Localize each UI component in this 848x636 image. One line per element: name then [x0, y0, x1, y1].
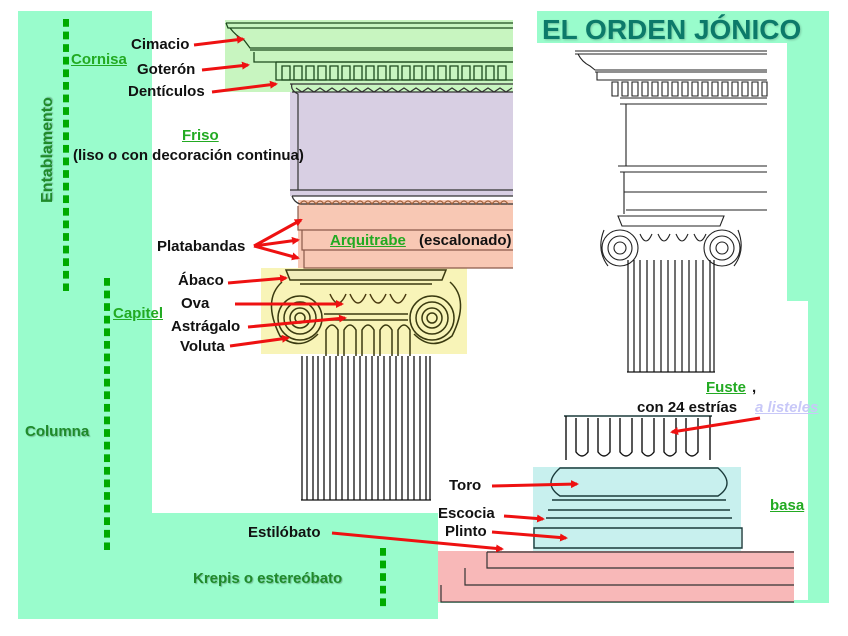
voluta-label: Voluta — [180, 338, 225, 355]
columna-bracket — [104, 278, 110, 550]
entablamento-bracket — [63, 19, 69, 291]
arquitrabe-highlight — [298, 200, 513, 268]
mint-panel-title — [537, 11, 829, 43]
arrows — [193, 35, 761, 553]
arrow-estilobato — [331, 531, 504, 553]
fuste-description: con 24 estrías — [637, 399, 738, 416]
arrow-goteron — [201, 61, 250, 72]
arrow-astragalo — [247, 314, 347, 329]
mint-panel-right-lower — [808, 301, 829, 603]
shaft-drawing-left — [301, 356, 431, 501]
entablamento-label: Entablamento — [39, 97, 56, 203]
denticles — [281, 65, 507, 81]
krepis-steps — [440, 551, 794, 603]
fuste-comma: , — [752, 379, 757, 396]
platabandas-label: Platabandas — [157, 238, 246, 255]
frieze-drawing — [290, 83, 513, 206]
krepis-highlight — [438, 551, 794, 602]
arrow-platabanda-2 — [253, 236, 300, 248]
columna-label: Columna — [25, 423, 90, 440]
reference-entablature — [575, 50, 768, 267]
arrow-escocia — [503, 514, 545, 523]
friso-description: (liso o con decoración continua) — [73, 147, 304, 164]
arquitrabe-link[interactable]: Arquitrabe — [330, 232, 406, 249]
arrow-platabanda-3 — [253, 244, 300, 261]
arrow-platabanda-1 — [253, 218, 303, 248]
friso-link[interactable]: Friso — [182, 127, 219, 144]
goteron-label: Goterón — [137, 61, 196, 78]
a-listeles-link[interactable]: a listeles — [755, 399, 819, 416]
arrow-plinto — [491, 530, 568, 542]
mint-panel-right — [787, 11, 829, 301]
arrow-toro — [491, 480, 579, 489]
friso-highlight — [290, 92, 513, 196]
estilobato-label: Estilóbato — [248, 524, 321, 541]
capitel-link[interactable]: Capitel — [113, 305, 164, 322]
astragalo-label: Astrágalo — [171, 318, 241, 335]
krepis-label: Krepis o estereóbato — [193, 570, 343, 587]
cornisa-link[interactable]: Cornisa — [71, 51, 127, 68]
fuste-link[interactable]: Fuste — [706, 379, 747, 396]
ova-label: Ova — [181, 295, 210, 312]
arrow-denticulos — [211, 80, 278, 94]
arrow-cimacio — [193, 35, 245, 47]
page-title: EL ORDEN JÓNICO — [542, 14, 802, 45]
arquitrabe-description: (escalonado) — [419, 232, 512, 249]
capital-drawing — [270, 269, 462, 356]
basa-link[interactable]: basa — [770, 497, 805, 514]
arrow-abaco — [227, 274, 288, 285]
base-drawing — [533, 415, 743, 549]
denticulos-label: Dentículos — [128, 83, 205, 100]
krepis-bracket — [380, 548, 386, 608]
plinto-label: Plinto — [445, 523, 487, 540]
escocia-label: Escocia — [438, 505, 495, 522]
mint-panel-bottom — [18, 513, 438, 619]
reference-shaft — [627, 260, 715, 373]
cornice-drawing — [225, 22, 513, 81]
abaco-label: Ábaco — [178, 272, 224, 289]
cimacio-label: Cimacio — [131, 36, 190, 53]
arrow-fuste — [670, 416, 761, 436]
arrow-voluta — [229, 334, 290, 348]
toro-label: Toro — [449, 477, 482, 494]
architrave-drawing — [297, 206, 513, 269]
